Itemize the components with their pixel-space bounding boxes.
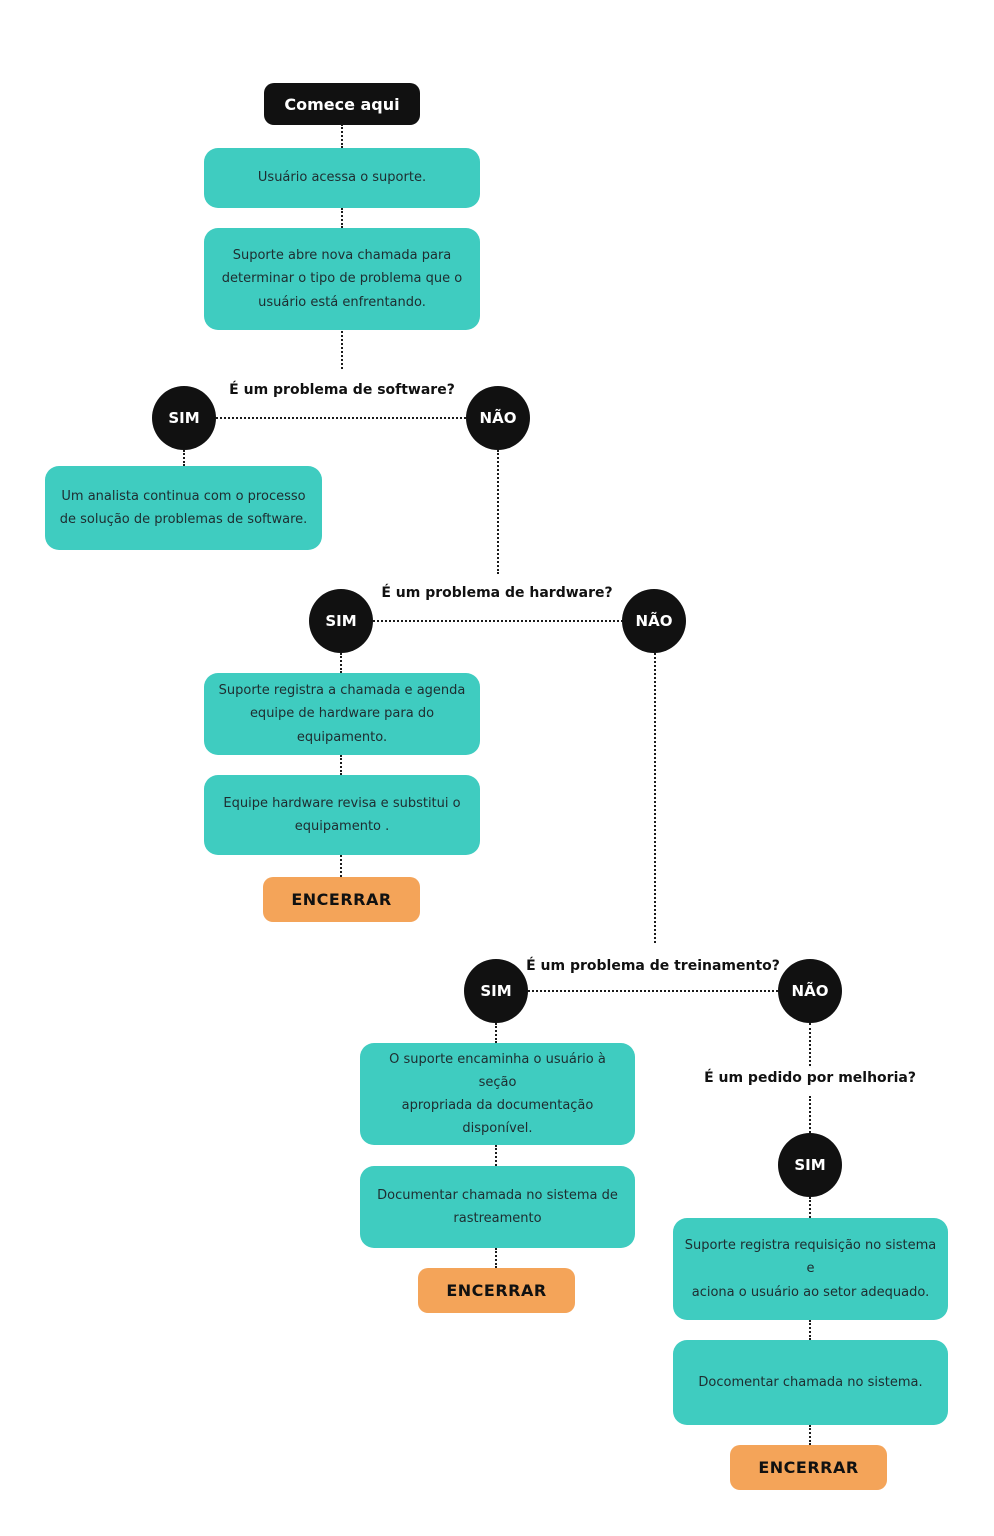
connector-line xyxy=(809,1425,811,1445)
connector-line xyxy=(497,450,499,574)
yes-node-training: SIM xyxy=(464,959,528,1023)
connector-line xyxy=(183,450,185,466)
no-node-hardware: NÃO xyxy=(622,589,686,653)
end-node-improvement: ENCERRAR xyxy=(730,1445,887,1490)
step-software-analyst: Um analista continua com o processo de s… xyxy=(45,466,322,550)
connector-line xyxy=(341,208,343,228)
yes-node-software: SIM xyxy=(152,386,216,450)
step-improvement-register: Suporte registra requisição no sistema e… xyxy=(673,1218,948,1320)
question-software: É um problema de software? xyxy=(229,382,455,398)
connector-line xyxy=(654,653,656,943)
connector-line xyxy=(495,1248,497,1268)
step-training-document: Documentar chamada no sistema de rastrea… xyxy=(360,1166,635,1248)
connector-line xyxy=(216,417,466,419)
connector-line xyxy=(340,653,342,673)
step-open-call: Suporte abre nova chamada para determina… xyxy=(204,228,480,330)
no-node-software: NÃO xyxy=(466,386,530,450)
connector-line xyxy=(373,620,623,622)
question-training: É um problema de treinamento? xyxy=(526,958,780,974)
question-hardware: É um problema de hardware? xyxy=(381,585,613,601)
end-node-training: ENCERRAR xyxy=(418,1268,575,1313)
question-improvement: É um pedido por melhoria? xyxy=(704,1070,916,1086)
connector-line xyxy=(495,1145,497,1166)
connector-line xyxy=(809,1096,811,1133)
no-node-training: NÃO xyxy=(778,959,842,1023)
connector-line xyxy=(528,990,778,992)
connector-line xyxy=(495,1023,497,1043)
connector-line xyxy=(809,1197,811,1218)
connector-line xyxy=(340,755,342,775)
connector-line xyxy=(341,124,343,148)
start-node: Comece aqui xyxy=(264,83,420,125)
connector-line xyxy=(341,331,343,369)
connector-line xyxy=(809,1023,811,1066)
step-hardware-replace: Equipe hardware revisa e substitui o equ… xyxy=(204,775,480,855)
connector-line xyxy=(340,855,342,877)
yes-node-hardware: SIM xyxy=(309,589,373,653)
step-improvement-document: Docomentar chamada no sistema. xyxy=(673,1340,948,1425)
end-node-hardware: ENCERRAR xyxy=(263,877,420,922)
step-user-access: Usuário acessa o suporte. xyxy=(204,148,480,208)
step-hardware-register: Suporte registra a chamada e agenda equi… xyxy=(204,673,480,755)
connector-line xyxy=(809,1320,811,1340)
yes-node-improvement: SIM xyxy=(778,1133,842,1197)
step-training-forward: O suporte encaminha o usuário à seção ap… xyxy=(360,1043,635,1145)
